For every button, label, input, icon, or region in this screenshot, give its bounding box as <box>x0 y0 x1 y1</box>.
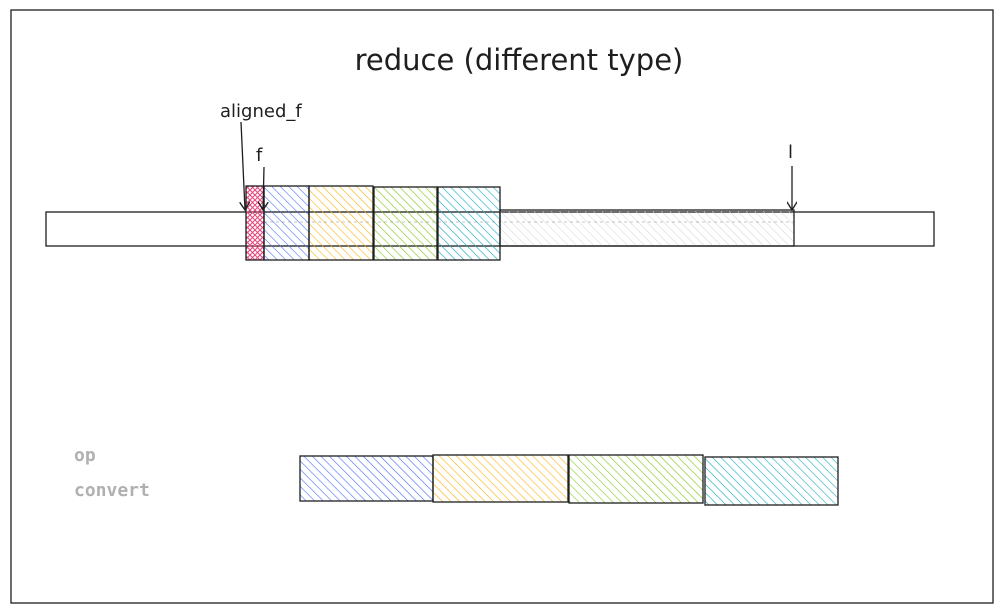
arrow-f <box>263 166 264 210</box>
diagram-title: reduce (different type) <box>355 43 684 77</box>
outer-frame <box>10 9 994 604</box>
converted-chunk-cyan <box>704 456 839 506</box>
label-l: l <box>788 142 793 163</box>
aligned-block-pink <box>245 185 265 261</box>
converted-chunk-green <box>568 454 704 504</box>
remaining-range-bar <box>499 209 795 247</box>
chunk-blue <box>263 185 310 261</box>
chunk-cyan <box>437 186 501 261</box>
legend-op: op <box>74 445 96 466</box>
legend-convert: convert <box>74 480 150 501</box>
chunk-green <box>373 186 438 261</box>
label-f: f <box>256 145 263 166</box>
converted-chunk-blue <box>299 455 434 502</box>
label-aligned-f: aligned_f <box>220 101 302 122</box>
converted-chunk-orange <box>432 454 569 503</box>
arrow-aligned-f <box>241 121 245 210</box>
chunk-orange <box>308 185 374 261</box>
